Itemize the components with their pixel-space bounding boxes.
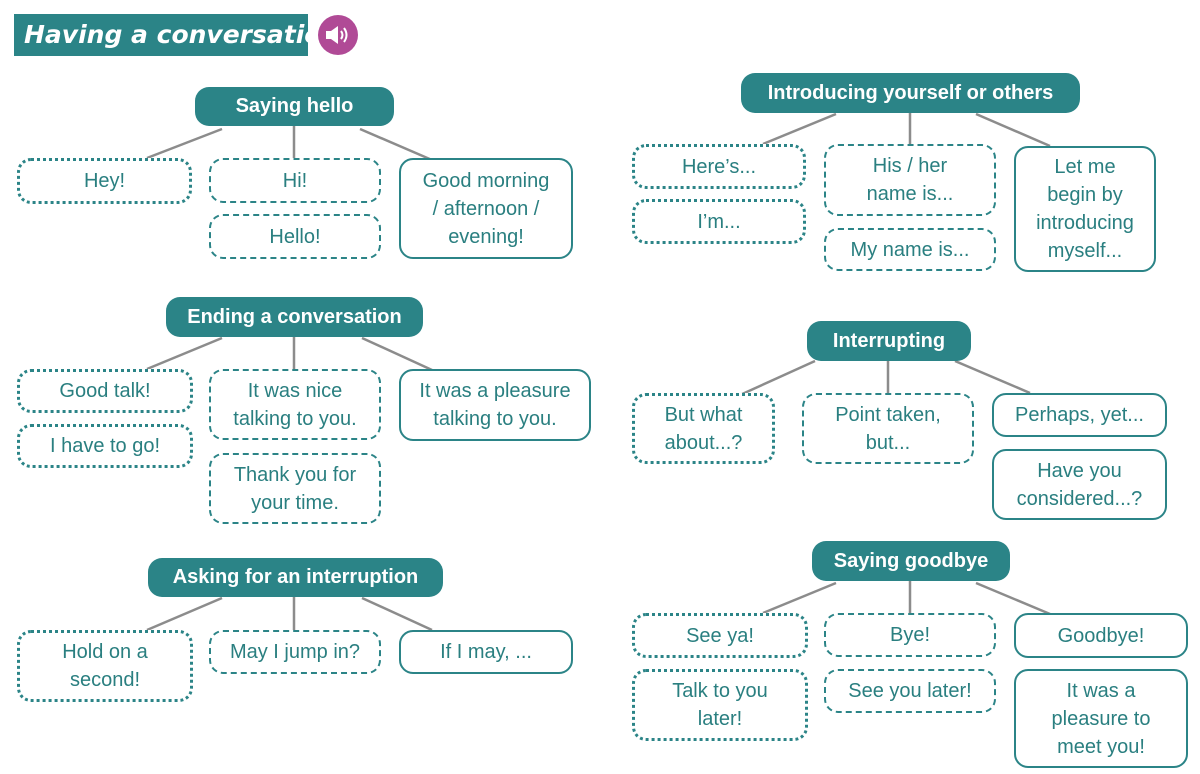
connector (762, 112, 837, 146)
phrase-box: Goodbye! (1014, 613, 1188, 658)
phrase-box: Hello! (209, 214, 381, 259)
phrase-box: Have you considered...? (992, 449, 1167, 520)
connector (739, 359, 816, 397)
phrase-box: It was nice talking to you. (209, 369, 381, 440)
phrase-box: It was a pleasure to meet you! (1014, 669, 1188, 768)
speaker-icon (326, 26, 348, 44)
phrase-box: My name is... (824, 228, 996, 271)
phrase-box: Hi! (209, 158, 381, 203)
header-asking: Asking for an interruption (148, 558, 443, 597)
phrase-box: If I may, ... (399, 630, 573, 674)
phrase-box: I have to go! (17, 424, 193, 468)
header-ending: Ending a conversation (166, 297, 423, 337)
header-goodbye: Saying goodbye (812, 541, 1010, 581)
connector (146, 127, 223, 160)
phrase-box: Bye! (824, 613, 996, 657)
header-introducing: Introducing yourself or others (741, 73, 1080, 113)
phrase-box: Hey! (17, 158, 192, 204)
phrase-box: Good talk! (17, 369, 193, 413)
connector (359, 127, 433, 162)
connector (146, 596, 223, 632)
phrase-box: Good morning / afternoon / evening! (399, 158, 573, 259)
phrase-box: See ya! (632, 613, 808, 658)
page-title: Having a conversation (14, 14, 339, 56)
phrase-box: See you later! (824, 669, 996, 713)
connector (361, 596, 433, 632)
phrase-box: Talk to you later! (632, 669, 808, 741)
phrase-box: Let me begin by introducing myself... (1014, 146, 1156, 272)
connector (975, 581, 1051, 616)
phrase-box: Here’s... (632, 144, 806, 189)
connector (762, 581, 837, 615)
phrase-box: His / her name is... (824, 144, 996, 216)
connector (975, 112, 1051, 148)
phrase-box: Hold on a second! (17, 630, 193, 702)
connector (361, 336, 433, 372)
phrase-box: May I jump in? (209, 630, 381, 674)
phrase-box: I’m... (632, 199, 806, 244)
connector (954, 359, 1031, 395)
phrase-box: But what about...? (632, 393, 775, 464)
speaker-button[interactable] (318, 15, 358, 55)
header-interrupting: Interrupting (807, 321, 971, 361)
header-saying-hello: Saying hello (195, 87, 394, 126)
connector (146, 336, 223, 371)
phrase-box: Perhaps, yet... (992, 393, 1167, 437)
phrase-box: Thank you for your time. (209, 453, 381, 524)
phrase-box: It was a pleasure talking to you. (399, 369, 591, 441)
phrase-box: Point taken, but... (802, 393, 974, 464)
